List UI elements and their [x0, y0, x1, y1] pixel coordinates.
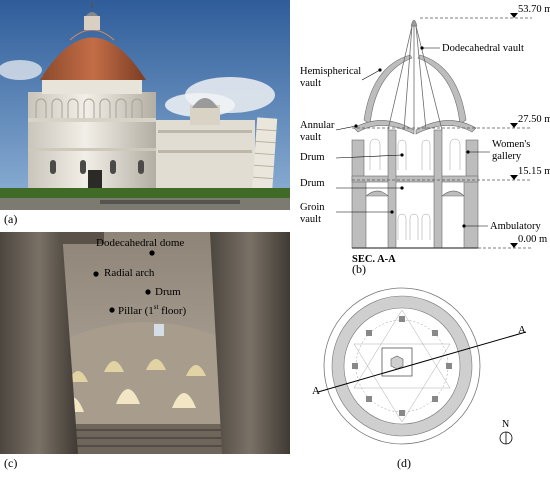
level-15-15: 15.15 m	[518, 166, 550, 177]
baptistery-exterior-photo	[0, 0, 290, 210]
section-marker-left: A	[312, 385, 320, 397]
label-groin-vault-line2: vault	[300, 214, 321, 225]
baptistery-interior-photo: Dodecahedral dome Radial arch Drum Pilla…	[0, 232, 290, 454]
label-pillar-suffix: floor)	[158, 305, 186, 317]
label-dodecahedral-dome: Dodecahedral dome	[96, 237, 184, 249]
north-label: N	[502, 419, 509, 430]
plan-drawing: A A N	[312, 287, 527, 445]
panel-c-photo: Dodecahedral dome Radial arch Drum Pilla…	[0, 232, 290, 454]
section-marker-right: A	[518, 324, 526, 336]
label-ambulatory: Ambulatory	[490, 221, 541, 232]
label-groin-vault-line1: Groin	[300, 202, 325, 213]
label-drum: Drum	[155, 286, 181, 298]
label-dodecahedral-vault: Dodecahedral vault	[442, 43, 524, 54]
label-hemispherical-vault-line2: vault	[300, 78, 321, 89]
label-annular-vault-line1: Annular	[300, 120, 335, 131]
label-hemispherical-vault-line1: Hemispherical	[300, 66, 361, 77]
panel-c-label: (c)	[4, 456, 18, 470]
north-arrow-icon	[499, 431, 513, 445]
label-drum-upper: Drum	[300, 152, 325, 163]
label-annular-vault-line2: vault	[300, 132, 321, 143]
panel-a-label: (a)	[4, 212, 18, 226]
section-drawing: 53.70 m 27.50 m 15.15 m 0.00 m Dodecahed…	[300, 4, 550, 265]
label-pillar-prefix: Pillar (1	[118, 305, 154, 317]
level-27-50: 27.50 m	[518, 114, 550, 125]
panel-b-label: (b)	[352, 262, 366, 276]
label-womens-gallery-line2: gallery	[492, 151, 522, 162]
label-womens-gallery-line1: Women's	[492, 139, 530, 150]
panel-d-label: (d)	[397, 456, 411, 470]
panel-d-plan: A A N	[300, 280, 550, 473]
level-53-70: 53.70 m	[518, 4, 550, 15]
level-0-00: 0.00 m	[518, 234, 547, 245]
panel-a-photo	[0, 0, 290, 210]
panel-b-section: 53.70 m 27.50 m 15.15 m 0.00 m Dodecahed…	[292, 0, 550, 280]
label-pillar-superscript: st	[154, 303, 159, 311]
label-pillar: Pillar (1st floor)	[118, 303, 187, 317]
label-drum-lower: Drum	[300, 178, 325, 189]
section-title: SEC. A-A	[352, 254, 396, 265]
label-radial-arch: Radial arch	[104, 267, 155, 279]
